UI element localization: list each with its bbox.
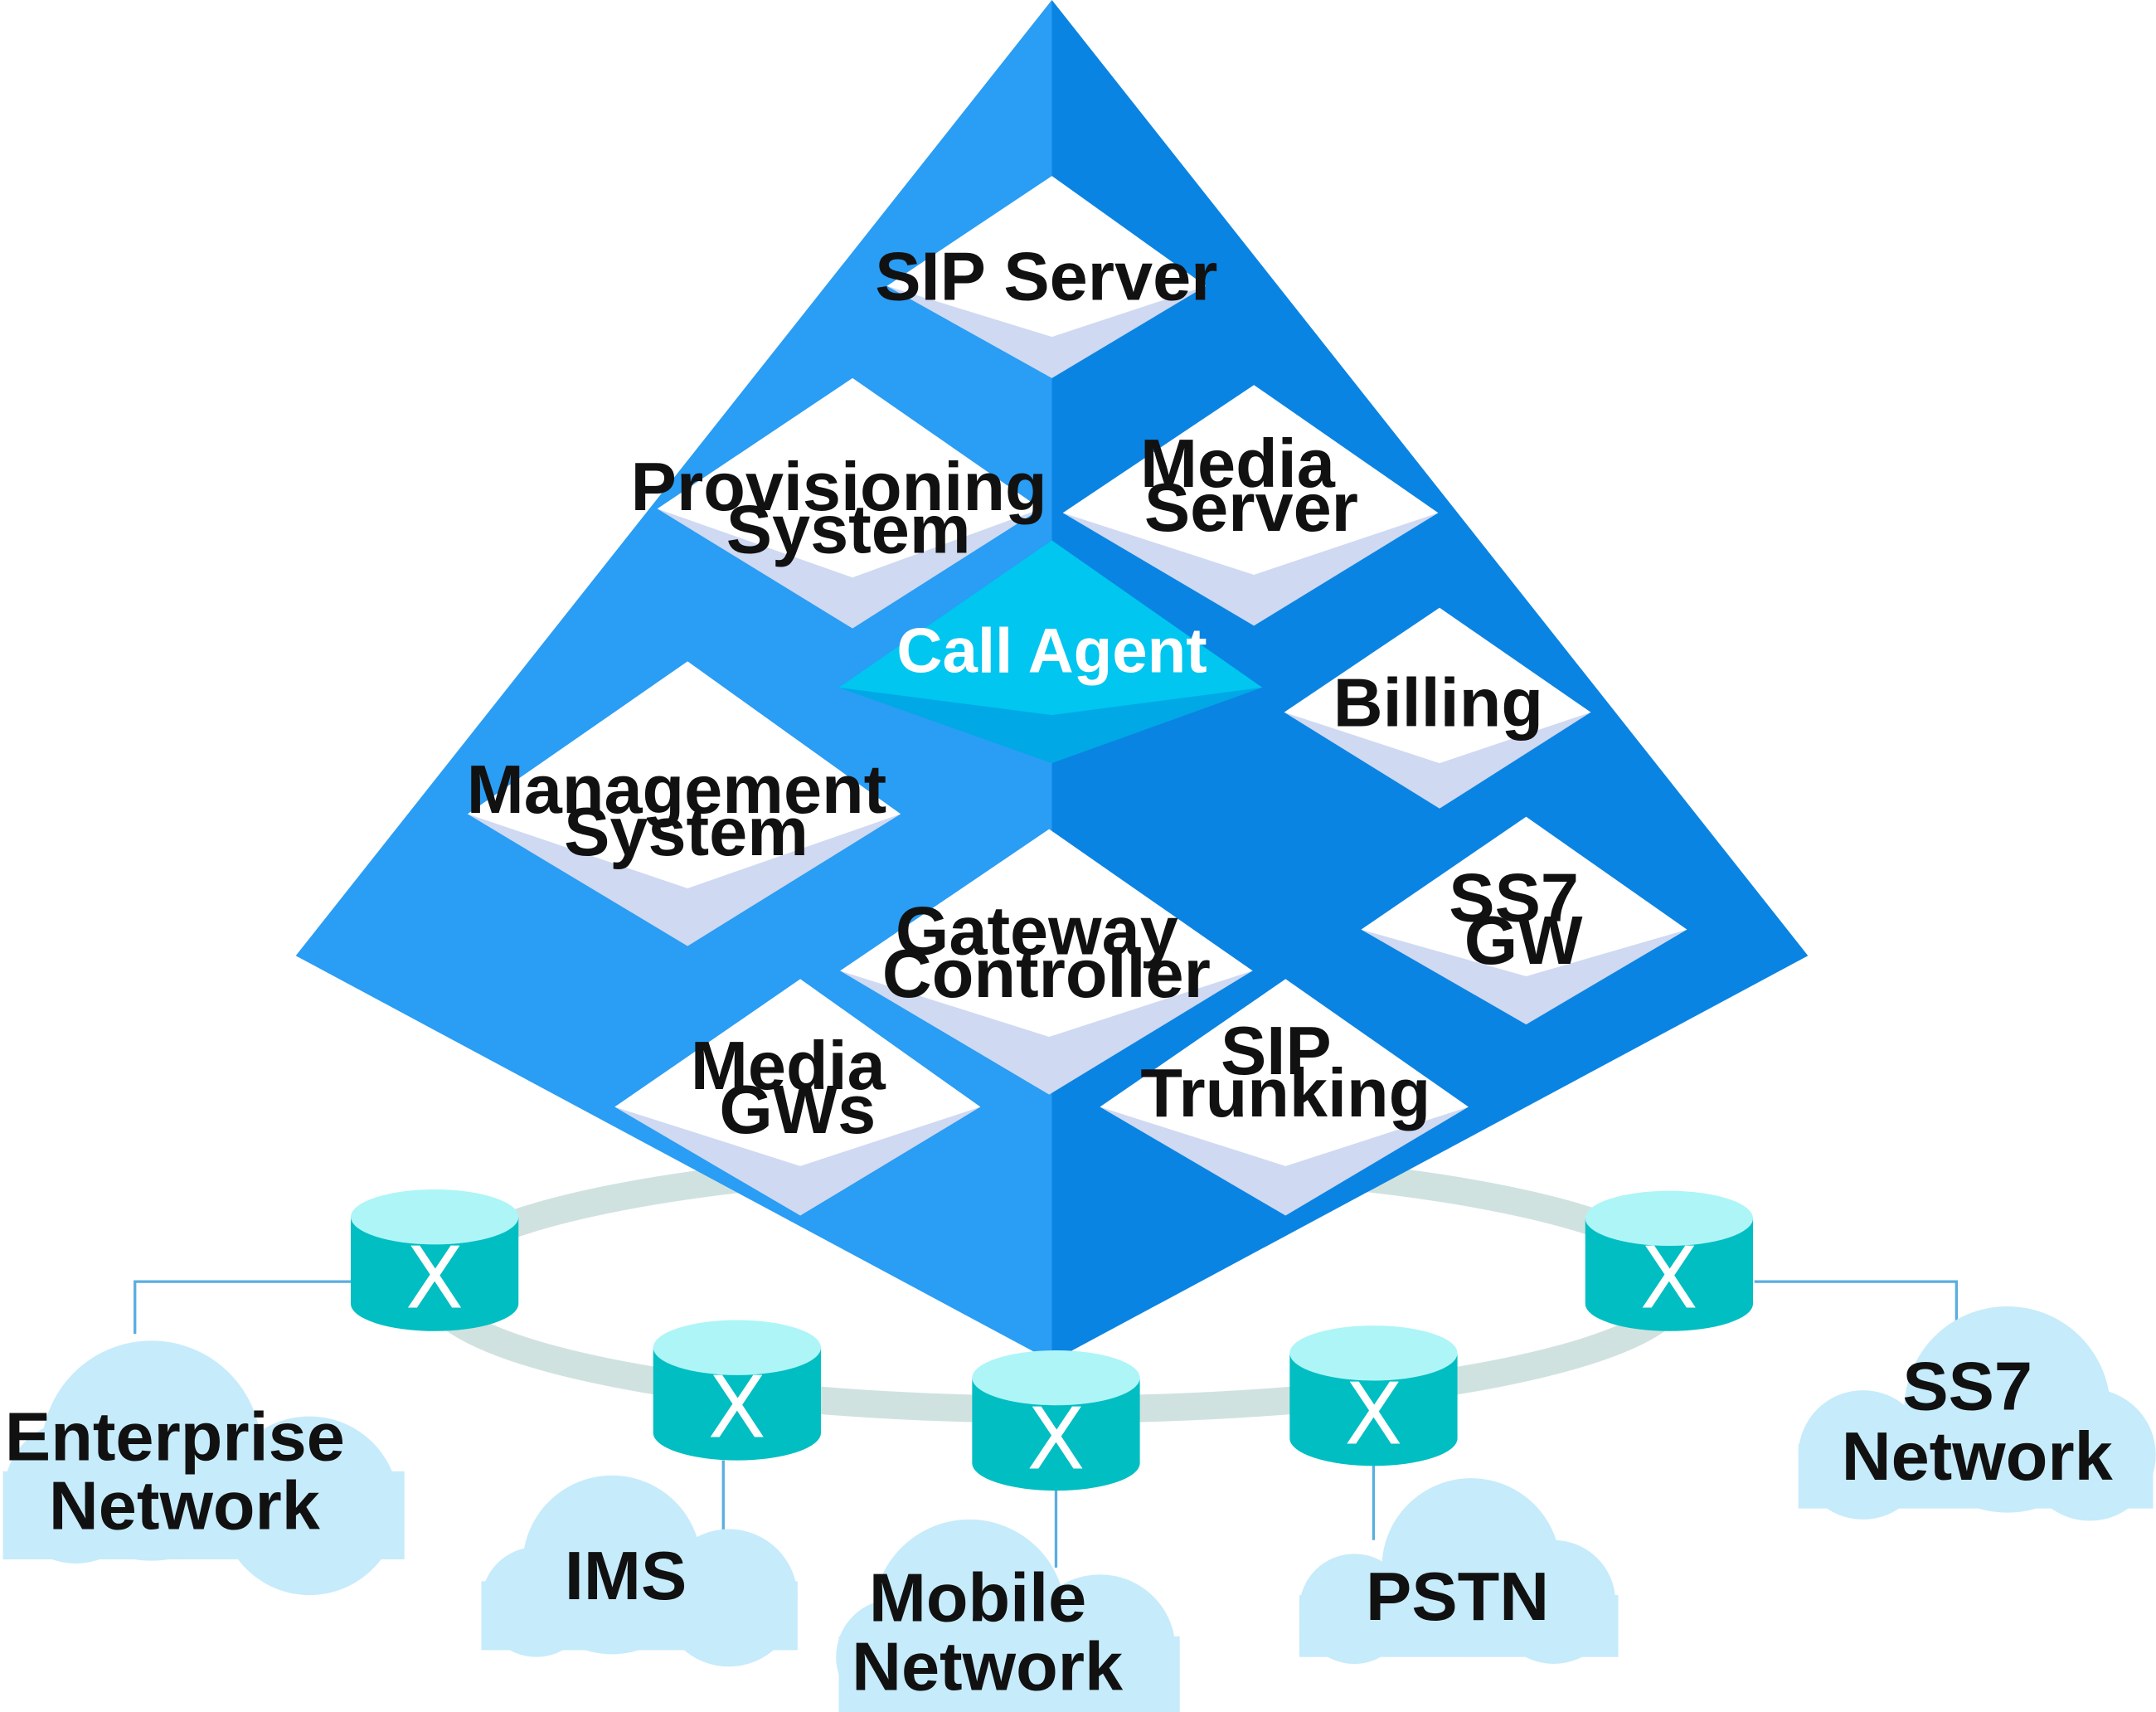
- label-line: Call Agent: [896, 616, 1207, 687]
- tile-label: SIP Trunking: [1140, 1012, 1430, 1131]
- label-line: Gateway: [896, 892, 1178, 970]
- connector-enterprise: [134, 1280, 352, 1335]
- tile-label: Gateway Controller: [882, 892, 1211, 1012]
- cloud-label: Enterprise Network: [5, 1398, 364, 1544]
- switch-x-icon: X: [1640, 1230, 1698, 1329]
- label-line: Media: [1140, 425, 1336, 502]
- label-line: Provisioning: [631, 448, 1047, 525]
- tile-label: Media GWs: [691, 1027, 905, 1148]
- tile-call-agent[interactable]: Call Agent: [838, 540, 1263, 764]
- tile-provisioning-system[interactable]: Provisioning System: [631, 377, 1066, 629]
- switch-cylinder-4[interactable]: X: [1289, 1325, 1458, 1466]
- switch-x-icon: X: [1344, 1366, 1402, 1465]
- switch-cylinder-2[interactable]: X: [653, 1320, 821, 1461]
- label-line: SS7: [1902, 1347, 2032, 1424]
- label-line: SS7: [1449, 859, 1579, 936]
- switch-x-icon: X: [1027, 1391, 1085, 1490]
- cloud-pstn[interactable]: PSTN: [1299, 1478, 1619, 1664]
- tile-ss7-gw[interactable]: SS7 GW: [1361, 816, 1687, 1025]
- cloud-label: IMS: [565, 1537, 687, 1614]
- tile-label: Billing: [1333, 664, 1543, 741]
- label-line: Network: [49, 1467, 321, 1544]
- label-line: Server: [1144, 469, 1358, 546]
- switch-cylinder-5[interactable]: X: [1585, 1190, 1753, 1331]
- label-line: System: [564, 793, 808, 870]
- switch-x-icon: X: [708, 1359, 766, 1457]
- label-line: PSTN: [1366, 1558, 1549, 1635]
- label-line: Mobile: [869, 1559, 1086, 1637]
- tile-label: SIP Server: [875, 237, 1217, 314]
- tile-media-server[interactable]: Media Server: [1062, 385, 1439, 626]
- cloud-ims[interactable]: IMS: [481, 1475, 798, 1667]
- tile-label: Call Agent: [896, 616, 1207, 687]
- label-line: Billing: [1333, 664, 1543, 741]
- label-line: Management: [467, 751, 887, 828]
- tile-label: SS7 GW: [1449, 859, 1598, 979]
- tile-sip-trunking[interactable]: SIP Trunking: [1100, 979, 1469, 1216]
- switch-cylinder-1[interactable]: X: [351, 1189, 519, 1331]
- label-line: Enterprise: [5, 1398, 345, 1476]
- tile-gateway-controller[interactable]: Gateway Controller: [840, 829, 1253, 1095]
- cloud-mobile-network[interactable]: Mobile Network: [836, 1519, 1180, 1712]
- label-line: GWs: [719, 1071, 876, 1148]
- tile-media-gws[interactable]: Media GWs: [614, 979, 981, 1216]
- switch-cylinder-3[interactable]: X: [972, 1350, 1140, 1491]
- label-line: SIP Server: [875, 237, 1217, 314]
- label-line: Media: [691, 1027, 886, 1104]
- label-line: Network: [852, 1627, 1124, 1705]
- tile-management-system[interactable]: Management System: [467, 661, 906, 946]
- tile-label: Media Server: [1140, 425, 1358, 546]
- cloud-enterprise-network[interactable]: Enterprise Network: [2, 1340, 405, 1596]
- label-line: System: [726, 490, 971, 567]
- label-line: Controller: [882, 935, 1211, 1012]
- tile-label: Management System: [467, 751, 906, 870]
- tile-label: Provisioning System: [631, 448, 1066, 567]
- cloud-label: SS7 Network: [1842, 1347, 2114, 1495]
- label-line: GW: [1464, 902, 1583, 979]
- switch-x-icon: X: [405, 1230, 464, 1329]
- tile-sip-server[interactable]: SIP Server: [875, 176, 1217, 378]
- cloud-label: Mobile Network: [852, 1559, 1124, 1705]
- label-line: Network: [1842, 1418, 2114, 1495]
- cloud-ss7-network[interactable]: SS7 Network: [1798, 1306, 2156, 1521]
- cloud-label: PSTN: [1366, 1558, 1549, 1635]
- label-line: Trunking: [1140, 1054, 1430, 1131]
- label-line: SIP: [1221, 1012, 1332, 1089]
- label-line: IMS: [565, 1537, 687, 1614]
- tile-billing[interactable]: Billing: [1284, 607, 1591, 809]
